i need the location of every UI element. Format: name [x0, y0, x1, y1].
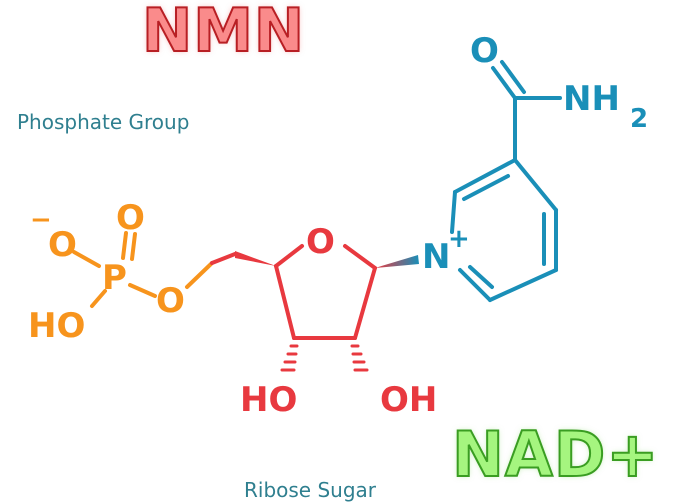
ribose-oh-group: OH — [380, 380, 437, 420]
nmn-title: NMN — [141, 0, 306, 67]
phosphate-ho-group: HO — [28, 306, 85, 346]
ribose-n-wedge — [375, 255, 419, 268]
phosphorus-atom: P — [102, 258, 127, 298]
amide-oxygen: O — [470, 31, 499, 71]
phosphate-group-label: Phosphate Group — [17, 110, 190, 134]
phosphate-double-o-atom: O — [116, 198, 145, 238]
phosphate-ester-o-atom: O — [156, 281, 185, 321]
ribose-ring-oxygen: O — [306, 222, 335, 262]
pyridinium-ring-bonds — [450, 158, 558, 302]
ribose-sugar-label: Ribose Sugar — [244, 478, 377, 502]
amide-subscript-2: 2 — [630, 104, 648, 134]
amide-nh-group: NH — [563, 79, 620, 119]
ribose-ho-group: HO — [240, 380, 297, 420]
ribose-c4-wedge — [235, 251, 276, 266]
ribose-c5-bond — [210, 252, 237, 265]
phosphate-bonds — [72, 231, 214, 308]
ribose-hash-bonds — [280, 344, 369, 372]
amide-bonds — [491, 60, 562, 162]
ribose-ring-bonds — [274, 244, 377, 340]
o-minus-charge: − — [30, 205, 52, 235]
o-minus-atom: O — [48, 225, 77, 265]
nad-plus-title: NAD+ — [451, 417, 660, 492]
pyridinium-nitrogen: N — [422, 237, 450, 277]
nitrogen-positive-charge: + — [448, 224, 470, 254]
